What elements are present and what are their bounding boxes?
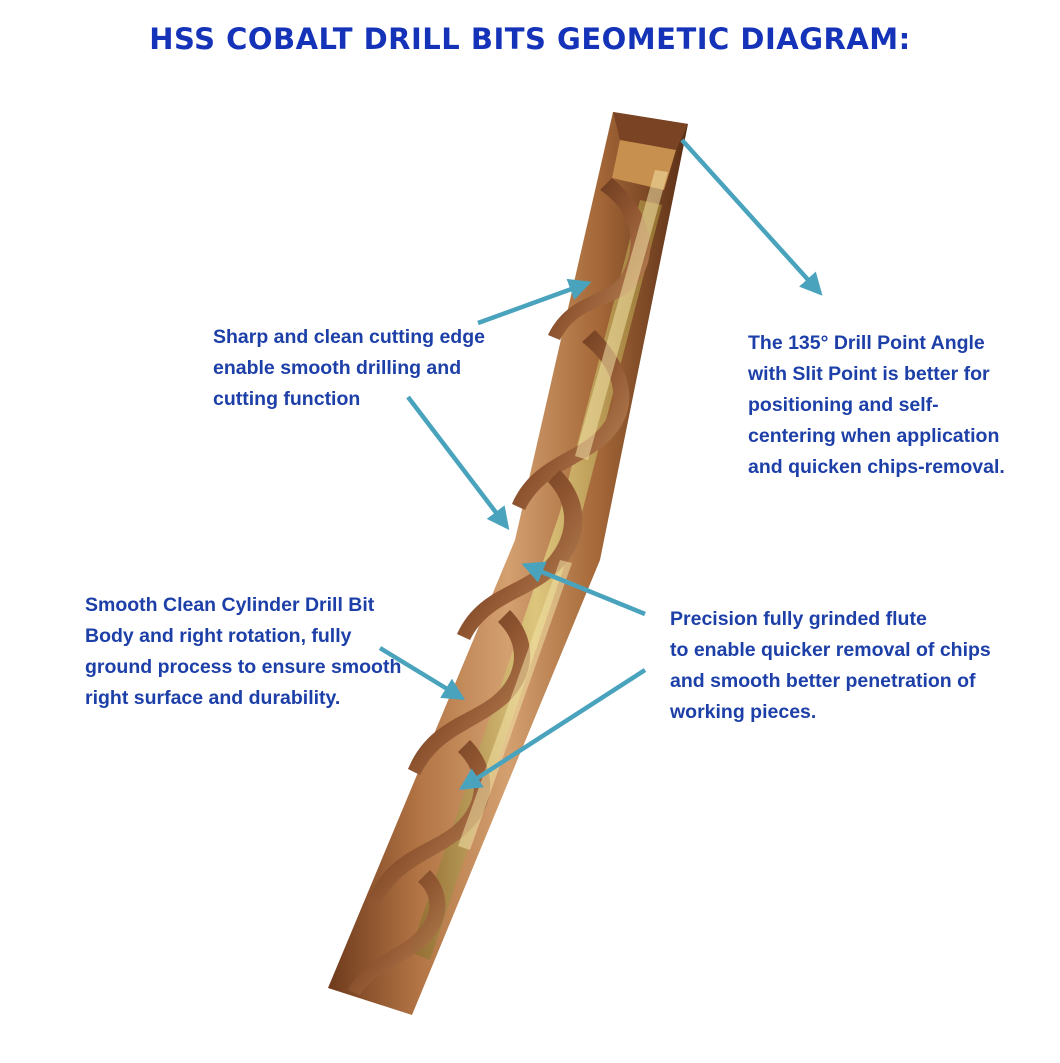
callout-line: ground process to ensure smooth xyxy=(85,656,402,678)
arrow-cutting-function xyxy=(406,395,510,530)
callout-arrows xyxy=(378,138,823,791)
callout-line: to enable quicker removal of chips xyxy=(670,639,991,661)
callout-line: enable smooth drilling and xyxy=(213,357,462,379)
diagram-title: HSS COBALT DRILL BITS GEOMETIC DIAGRAM: xyxy=(149,22,911,56)
arrow-cutting-edge xyxy=(477,278,592,326)
callout-line: Body and right rotation, fully xyxy=(85,625,352,647)
callout-cutting-edge: Sharp and clean cutting edge enable smoo… xyxy=(213,322,485,415)
callout-line: right surface and durability. xyxy=(85,687,341,709)
callout-line: and quicken chips-removal. xyxy=(748,456,1005,478)
callout-point-angle: The 135° Drill Point Angle with Slit Poi… xyxy=(748,328,1005,483)
callout-line: positioning and self- xyxy=(748,394,939,416)
callout-line: cutting function xyxy=(213,388,361,410)
callout-line: Sharp and clean cutting edge xyxy=(213,326,485,348)
callout-flute: Precision fully grinded flute to enable … xyxy=(670,604,991,728)
callout-line: Smooth Clean Cylinder Drill Bit xyxy=(85,594,375,616)
callout-line: working pieces. xyxy=(670,701,817,723)
arrow-point-angle xyxy=(680,138,823,296)
arrow-flute-upper xyxy=(521,561,646,617)
callout-cylinder-body: Smooth Clean Cylinder Drill Bit Body and… xyxy=(85,590,401,714)
callout-line: Precision fully grinded flute xyxy=(670,608,927,630)
arrow-flute-lower xyxy=(458,668,647,791)
arrow-cylinder-body xyxy=(378,646,466,700)
callout-line: and smooth better penetration of xyxy=(670,670,976,692)
drill-highlights xyxy=(458,170,668,850)
callout-line: The 135° Drill Point Angle xyxy=(748,332,985,354)
callout-line: centering when application xyxy=(748,425,1000,447)
callout-line: with Slit Point is better for xyxy=(748,363,990,385)
drill-flutes xyxy=(348,178,651,995)
